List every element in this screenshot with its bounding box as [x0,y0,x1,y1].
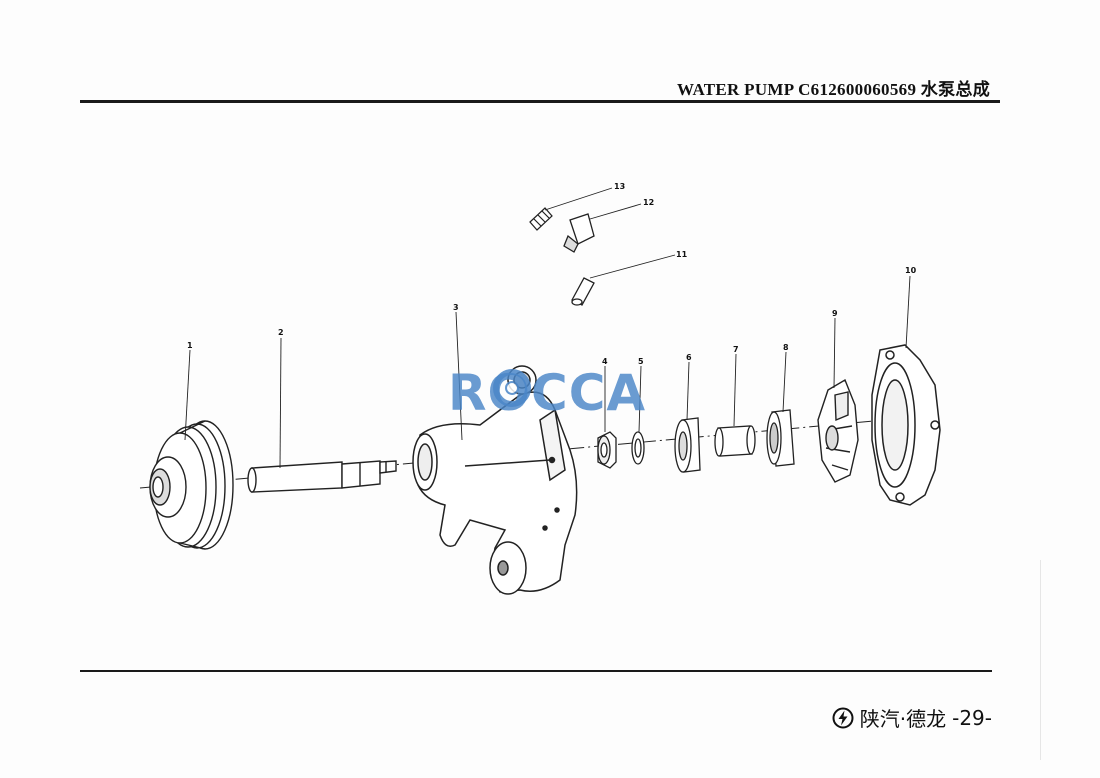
callout-10: 10 [905,266,917,275]
page-number: -29- [952,705,992,730]
watermark-text: ROCCA [448,364,646,422]
impeller-part [817,378,859,483]
footer-brand: 陕汽·德龙 [859,707,947,731]
pump-housing-part [412,365,578,595]
header-rule [80,100,1000,103]
page-title: WATER PUMP C612600060569 水泵总成 [677,80,990,99]
spring-part [529,207,553,231]
callout-1: 1 [187,341,193,350]
callout-3: 3 [453,303,459,312]
bolt-part [571,277,595,306]
sleeve-part [714,425,756,457]
callout-5: 5 [638,357,644,366]
footer-rule [80,670,992,672]
leader-lines [184,187,911,469]
watermark-logo: ROCCA [448,364,646,422]
callout-13: 13 [614,182,625,191]
washer-part [631,431,645,465]
bearing-part [674,417,701,473]
callout-6: 6 [686,353,692,362]
second-bearing-part [766,409,795,467]
seal-part [597,431,617,469]
drain-plug-part [563,213,595,253]
callout-4: 4 [602,357,608,366]
pulley-part [149,420,234,550]
gear-icon [493,369,531,407]
shaanxi-logo-icon [832,707,854,728]
callout-2: 2 [278,328,284,337]
scan-edge-line [1040,560,1041,760]
callout-9: 9 [832,309,838,318]
callout-12: 12 [643,198,654,207]
cover-plate-part [871,344,941,506]
callout-11: 11 [676,250,688,259]
callout-7: 7 [733,345,739,354]
footer: 陕汽·德龙 -29- [832,703,992,732]
shaft-part [247,460,397,493]
callout-8: 8 [783,343,789,352]
